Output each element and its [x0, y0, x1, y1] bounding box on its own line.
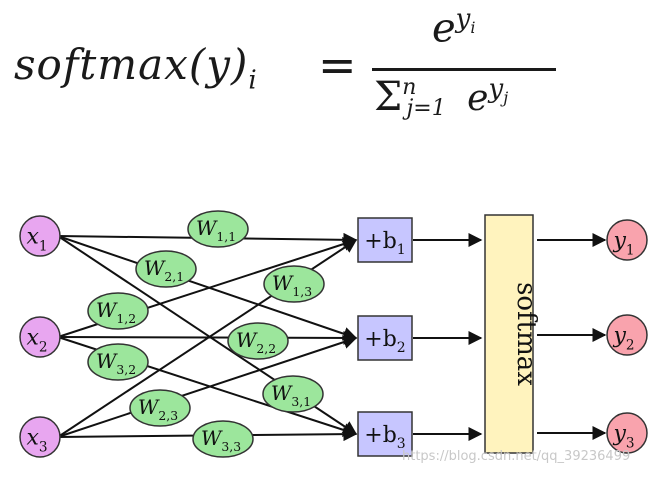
sum-upper-limit: n: [402, 74, 417, 100]
weight-node-w3-2: W3,2: [87, 343, 149, 381]
weight-label: W1,2: [96, 298, 136, 326]
output-label: y1: [612, 229, 634, 259]
bias-label: +b2: [364, 327, 405, 356]
output-node-y2: y2: [606, 314, 648, 356]
formula-equals: =: [318, 38, 357, 92]
den-base: e: [467, 78, 489, 119]
formula-numerator: eyi: [432, 4, 476, 51]
weight-node-w2-2: W2,2: [227, 322, 289, 360]
edge-input-1-to-bias-2: [57, 235, 358, 341]
fraction-bar: [372, 68, 556, 71]
weight-node-w1-3: W1,3: [263, 265, 325, 303]
bias-label: +b1: [364, 229, 405, 258]
weight-label: W2,3: [138, 395, 178, 423]
formula-denominator: Σnj=1 eyj: [374, 74, 508, 121]
weight-label: W2,2: [236, 328, 276, 356]
weight-node-w2-1: W2,1: [135, 250, 197, 288]
formula-lhs: softmax(y)i: [14, 40, 258, 95]
sigma-symbol: Σ: [374, 74, 403, 120]
weight-node-w3-1: W3,1: [262, 375, 324, 413]
bias-node-b2: +b2: [357, 315, 413, 361]
weight-node-w1-2: W1,2: [87, 292, 149, 330]
output-node-y3: y3: [606, 412, 648, 454]
softmax-formula: softmax(y)i = eyi Σnj=1 eyj: [0, 0, 658, 150]
weight-label: W3,3: [201, 426, 241, 454]
weight-label: W2,1: [144, 256, 184, 284]
bias-node-b1: +b1: [357, 217, 413, 263]
sum-lower-limit: j=1: [406, 96, 446, 122]
input-node-x1: x1: [19, 215, 61, 257]
num-sup-sub: i: [470, 18, 476, 38]
connection-arrows: [57, 232, 607, 442]
weight-label: W1,1: [196, 216, 236, 244]
bias-node-b3: +b3: [357, 411, 413, 457]
weight-node-w2-3: W2,3: [129, 389, 191, 427]
formula-func-name: softmax: [14, 40, 189, 89]
edge-input-3-to-bias-2: [57, 335, 358, 438]
bias-label: +b3: [364, 423, 405, 452]
formula-arg: (y): [188, 40, 249, 89]
input-node-x2: x2: [19, 316, 61, 358]
weight-label: W1,3: [272, 271, 312, 299]
weight-label: W3,1: [271, 381, 311, 409]
watermark-text: https://blog.csdn.net/qq_39236499: [402, 449, 631, 464]
output-label: y2: [612, 324, 634, 354]
softmax-label: softmax: [511, 282, 541, 386]
den-sup: y: [488, 74, 504, 104]
output-label: y3: [612, 422, 634, 452]
den-sup-sub: j: [503, 88, 509, 108]
formula-lhs-sub: i: [248, 65, 258, 96]
num-sup: y: [455, 4, 471, 34]
input-label: x1: [26, 225, 47, 255]
input-node-x3: x3: [19, 416, 61, 458]
num-base: e: [432, 5, 456, 52]
softmax-box: softmax: [484, 214, 541, 454]
output-node-y1: y1: [606, 219, 648, 261]
input-label: x3: [26, 426, 47, 456]
weight-node-w1-1: W1,1: [187, 210, 249, 248]
input-label: x2: [26, 326, 47, 356]
weight-node-w3-3: W3,3: [192, 420, 254, 458]
weight-label: W3,2: [96, 349, 136, 377]
